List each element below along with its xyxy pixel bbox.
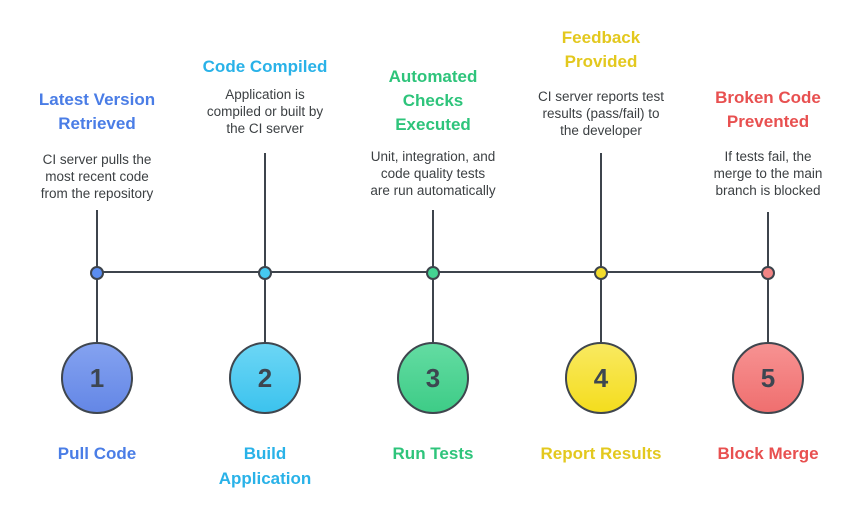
timeline-node-dot xyxy=(594,266,608,280)
step-title: Latest Version Retrieved xyxy=(38,90,156,133)
connector-line xyxy=(264,153,266,343)
timeline-node-dot xyxy=(90,266,104,280)
step-number: 1 xyxy=(89,362,105,393)
step-number: 3 xyxy=(425,362,441,393)
step-label: Build Application xyxy=(218,444,312,488)
timeline-node-dot xyxy=(426,266,440,280)
step-report-results: Feedback Provided CI server reports test… xyxy=(511,0,691,525)
step-number-circle: 4 xyxy=(565,342,637,414)
step-description: If tests fail, the merge to the main bra… xyxy=(713,149,823,198)
step-pull-code: Latest Version Retrieved CI server pulls… xyxy=(7,0,187,525)
step-label: Block Merge xyxy=(717,444,819,463)
step-number-circle: 5 xyxy=(732,342,804,414)
step-number-circle: 1 xyxy=(61,342,133,414)
step-title: Automated Checks Executed xyxy=(388,67,478,134)
step-title: Code Compiled xyxy=(202,57,328,76)
step-run-tests: Automated Checks Executed Unit, integrat… xyxy=(343,0,523,525)
step-label: Report Results xyxy=(540,444,662,463)
timeline-node-dot xyxy=(761,266,775,280)
step-label: Pull Code xyxy=(57,444,137,463)
step-number: 5 xyxy=(760,362,776,393)
step-title: Broken Code Prevented xyxy=(715,88,821,131)
connector-line xyxy=(600,153,602,343)
step-description: Unit, integration, and code quality test… xyxy=(370,149,496,198)
step-description: Application is compiled or built by the … xyxy=(206,87,324,136)
step-description: CI server pulls the most recent code fro… xyxy=(40,152,154,201)
step-label: Run Tests xyxy=(392,444,474,463)
step-block-merge: Broken Code Prevented If tests fail, the… xyxy=(678,0,858,525)
step-number-circle: 3 xyxy=(397,342,469,414)
step-title: Feedback Provided xyxy=(561,28,641,71)
step-number-circle: 2 xyxy=(229,342,301,414)
timeline-node-dot xyxy=(258,266,272,280)
step-build-application: Code Compiled Application is compiled or… xyxy=(175,0,355,525)
step-number: 2 xyxy=(257,362,273,393)
step-description: CI server reports test results (pass/fai… xyxy=(537,89,665,138)
step-number: 4 xyxy=(593,362,609,393)
